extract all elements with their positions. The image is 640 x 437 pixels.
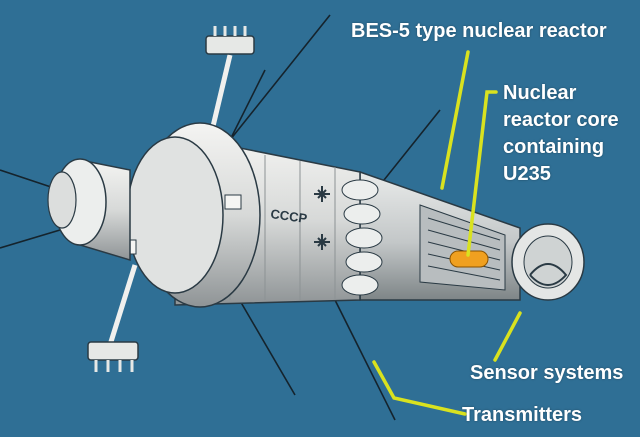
hull-lettering: CCCP xyxy=(270,206,309,226)
label-bes5-reactor: BES-5 type nuclear reactor xyxy=(351,20,607,42)
label-sensor-systems: Sensor systems xyxy=(470,362,624,384)
label-transmitters: Transmitters xyxy=(462,404,583,426)
lower-boom xyxy=(87,264,139,372)
upper-boom xyxy=(202,26,255,161)
leader-transmitters xyxy=(372,360,467,416)
nose-cone xyxy=(47,158,131,262)
front-compartment xyxy=(117,122,261,308)
emblem-icon xyxy=(314,186,330,250)
label-reactor-core: Nuclear reactor core containing U235 xyxy=(503,82,619,185)
leader-reactor xyxy=(440,50,470,190)
leader-core xyxy=(466,90,498,257)
reactor-section xyxy=(359,170,585,301)
leader-sensor xyxy=(493,311,522,362)
leader-lines xyxy=(372,50,522,416)
